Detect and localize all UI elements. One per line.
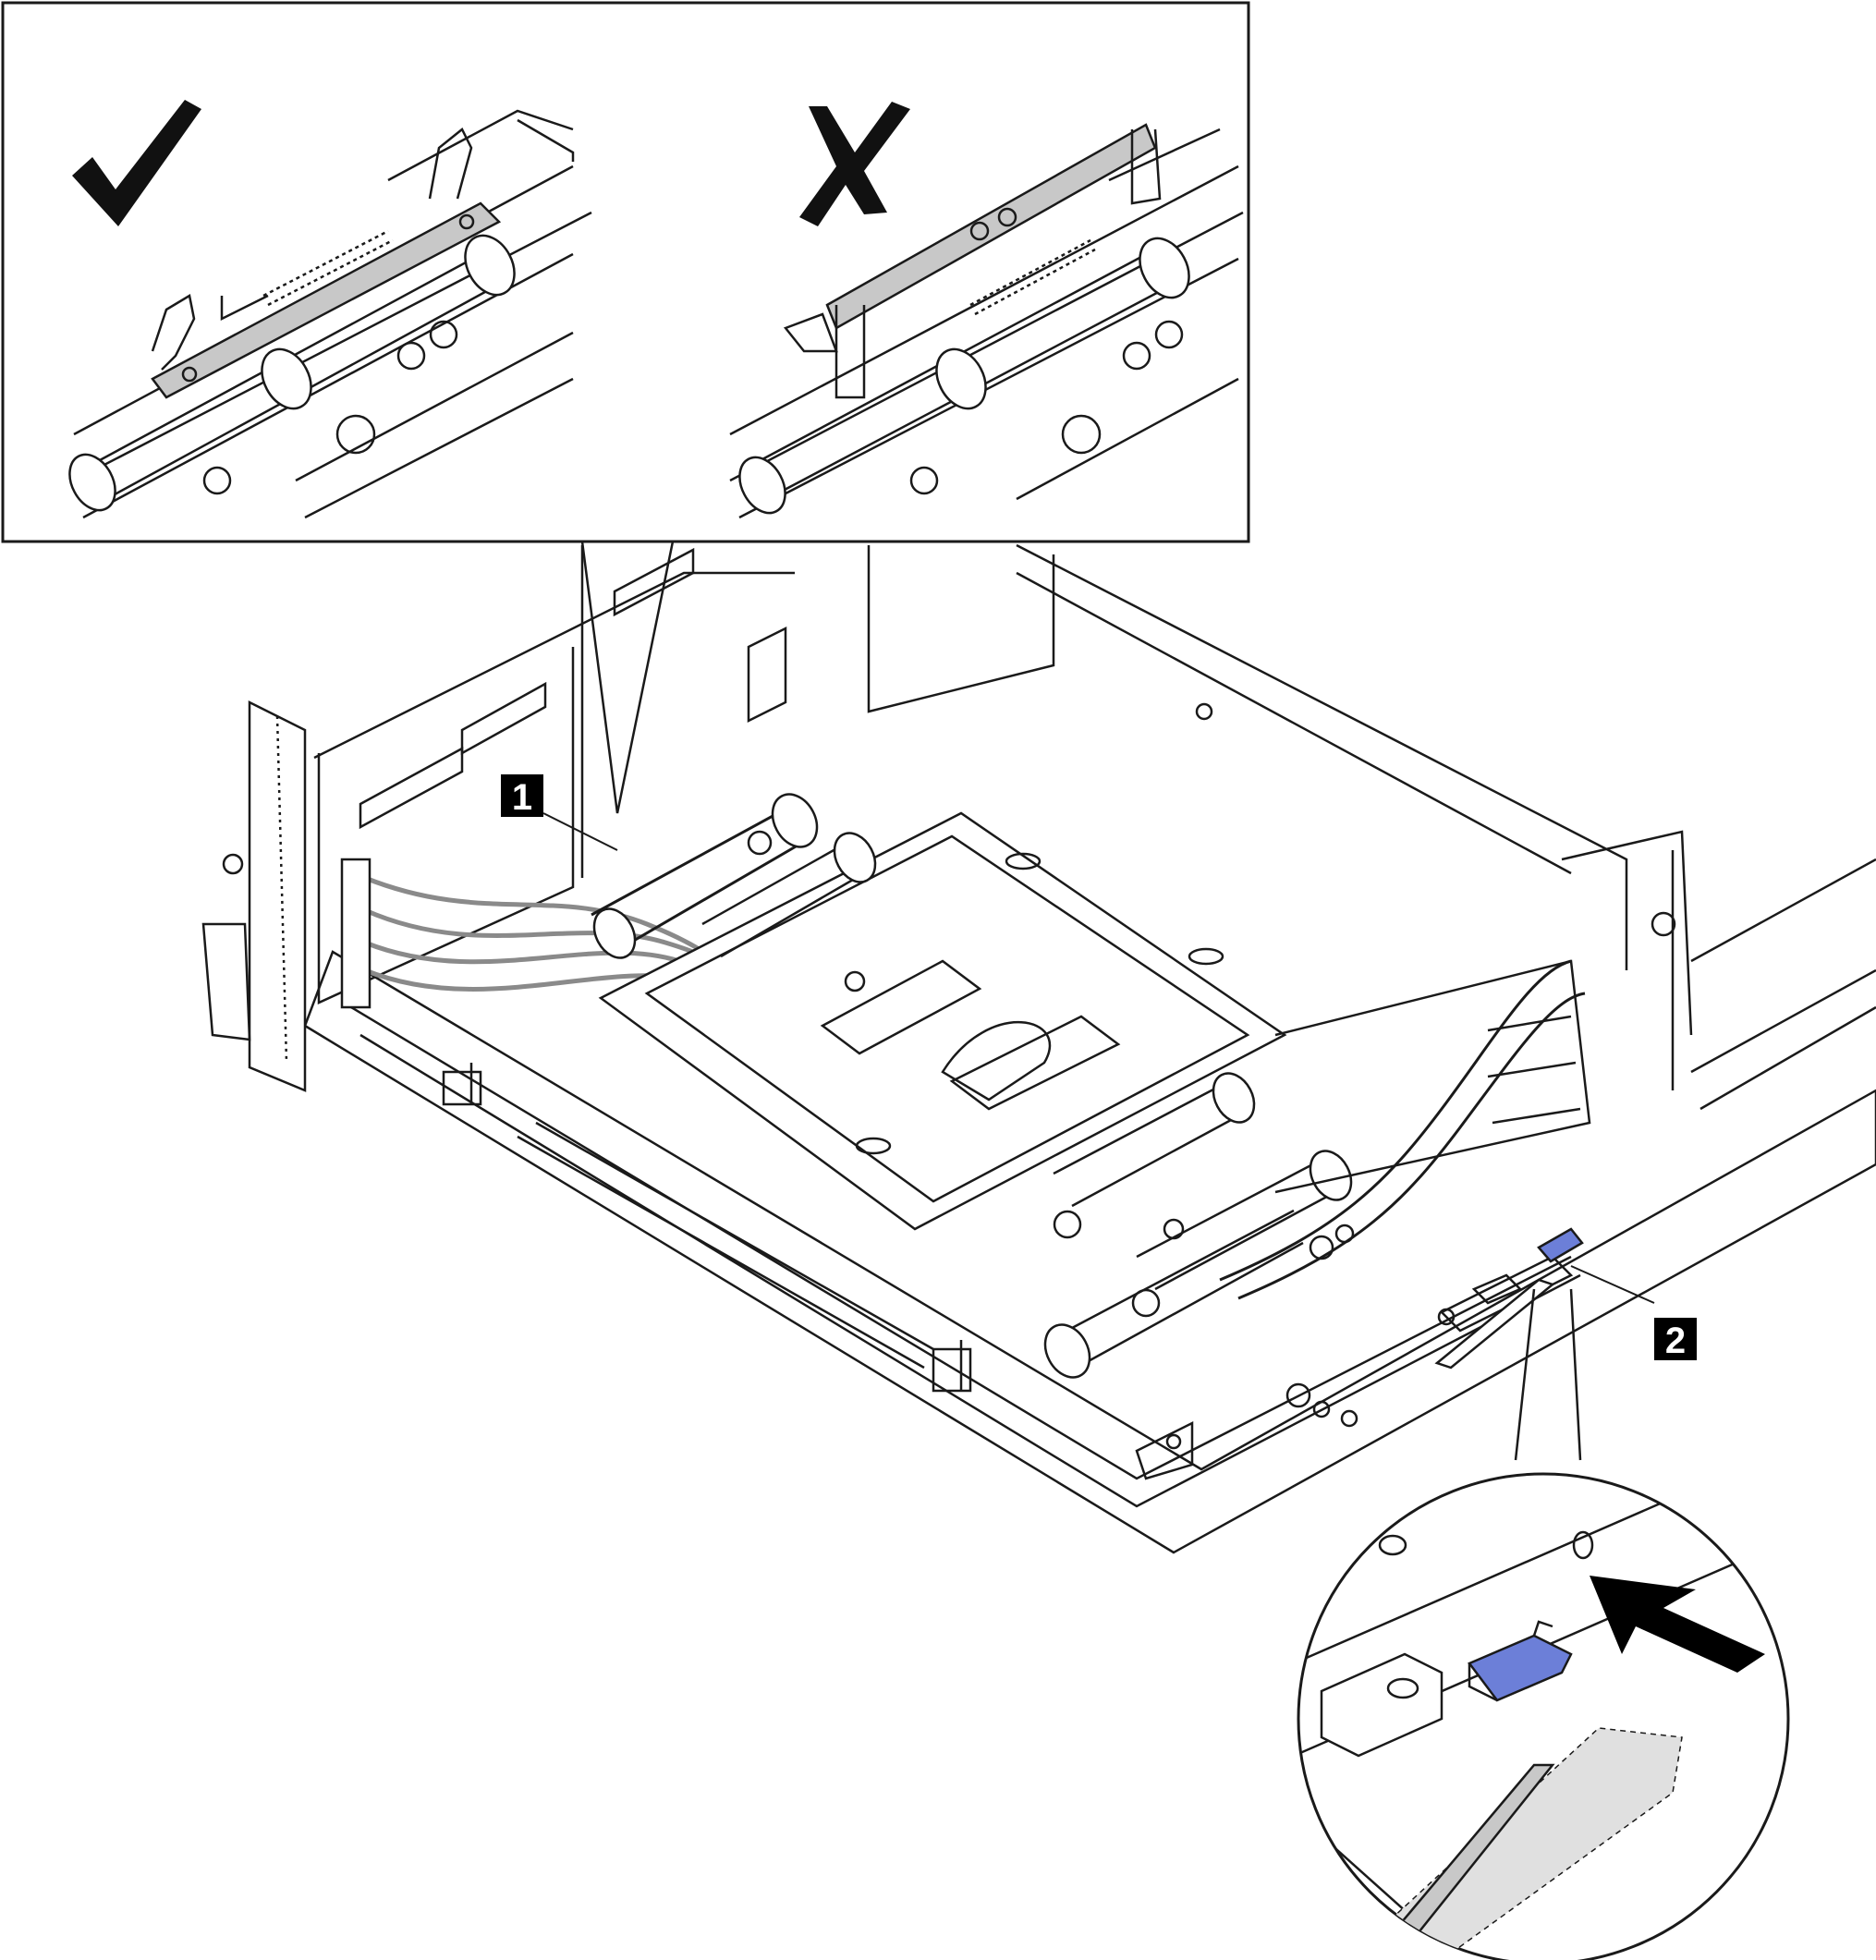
front-rail [350, 1005, 1581, 1508]
cross-mark-icon [799, 102, 910, 226]
cold-plate-tubes [68, 234, 516, 512]
inset-incorrect-view [729, 102, 1244, 519]
detail-zoom-lines [1514, 1288, 1582, 1461]
callout-2: 2 [1570, 1265, 1697, 1361]
inset-zoom-lines [580, 541, 675, 814]
latch-blue-tab [1537, 1227, 1584, 1263]
callout-1-label: 1 [512, 777, 532, 818]
chassis-base-plate [303, 950, 1876, 1554]
rear-wall [867, 543, 1876, 1111]
callout-2-label: 2 [1665, 1321, 1686, 1361]
detail-inset [1297, 1472, 1790, 1960]
callout-1: 1 [501, 774, 618, 851]
handle-incorrect-raised [783, 123, 1162, 399]
detail-blue-tab [1468, 1634, 1573, 1702]
top-inset-panel [1, 1, 1250, 814]
left-backplane [201, 545, 795, 1092]
inset-correct-view [68, 100, 592, 519]
processor-frame [598, 811, 1287, 1231]
coolant-hoses [1219, 959, 1591, 1300]
checkmark-icon [72, 100, 201, 226]
server-tray-assembly [201, 543, 1876, 1554]
handle-correct-flat [151, 128, 502, 399]
release-latch [1434, 1227, 1584, 1370]
main-cold-plate-tubes [591, 793, 1353, 1379]
push-arrow-icon [1590, 1576, 1765, 1673]
